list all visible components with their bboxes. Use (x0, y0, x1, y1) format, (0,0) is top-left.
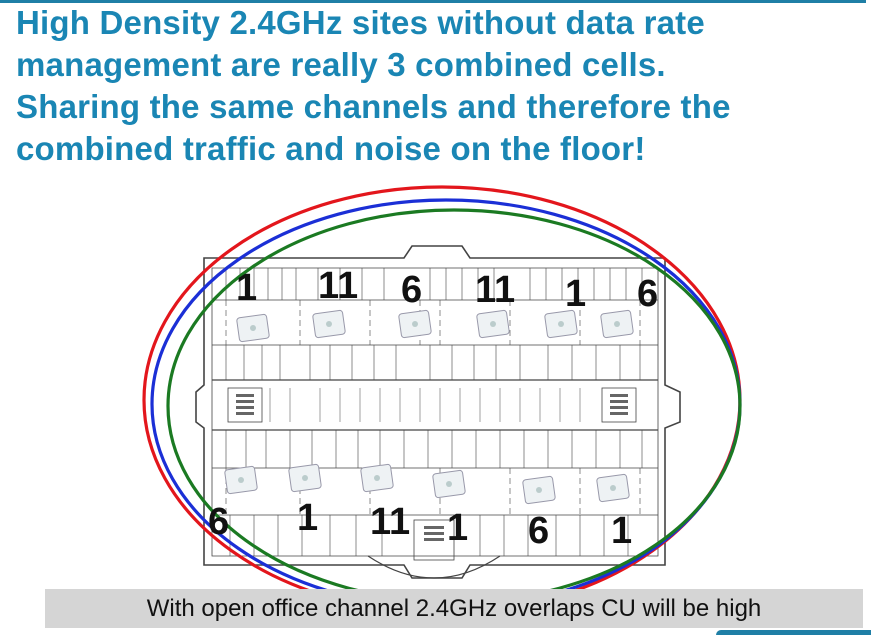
channel-label: 6 (401, 269, 422, 311)
access-point-icon (476, 309, 510, 339)
title-line-4: combined traffic and noise on the floor! (16, 130, 646, 167)
channel-label: 1 (611, 510, 632, 552)
access-point-icon (312, 309, 346, 339)
top-accent-line (0, 0, 866, 3)
core-rooms (227, 387, 637, 561)
title-line-1: High Density 2.4GHz sites without data r… (16, 4, 705, 41)
access-point-icon (288, 463, 322, 493)
access-point-icon (596, 473, 630, 503)
office-walls-top (225, 268, 643, 380)
channel-label: 6 (637, 273, 658, 315)
title-line-2: management are really 3 combined cells. (16, 46, 666, 83)
access-point-icon (360, 463, 394, 493)
coverage-cells (142, 185, 742, 615)
access-point-icon (432, 469, 466, 499)
access-point-icon (522, 475, 556, 505)
access-point-icon (600, 309, 634, 339)
office-walls-bottom (225, 430, 643, 556)
channel-label: 11 (475, 269, 515, 311)
channel-label: 1 (565, 273, 586, 315)
channel-label: 11 (370, 501, 410, 543)
entrance-curve (367, 555, 501, 579)
access-point-icon (544, 309, 578, 339)
bottom-accent-bar (716, 630, 871, 635)
floor-plan (195, 245, 681, 579)
access-point-icon (236, 313, 270, 343)
channel-labels: 1 11 6 11 1 6 6 1 11 1 6 1 (208, 265, 658, 552)
title-line-3: Sharing the same channels and therefore … (16, 88, 731, 125)
access-point-icon (398, 309, 432, 339)
stairwell-icon (236, 394, 628, 541)
access-points (224, 309, 634, 505)
channel-label: 1 (236, 267, 257, 309)
channel-label: 1 (297, 497, 318, 539)
channel-label: 11 (318, 265, 358, 307)
channel-label: 6 (208, 501, 229, 543)
slide-title: High Density 2.4GHz sites without data r… (16, 2, 866, 170)
caption-bar: With open office channel 2.4GHz overlaps… (45, 589, 863, 628)
access-point-icon (224, 465, 258, 495)
channel-label: 1 (447, 507, 468, 549)
channel-label: 6 (528, 510, 549, 552)
